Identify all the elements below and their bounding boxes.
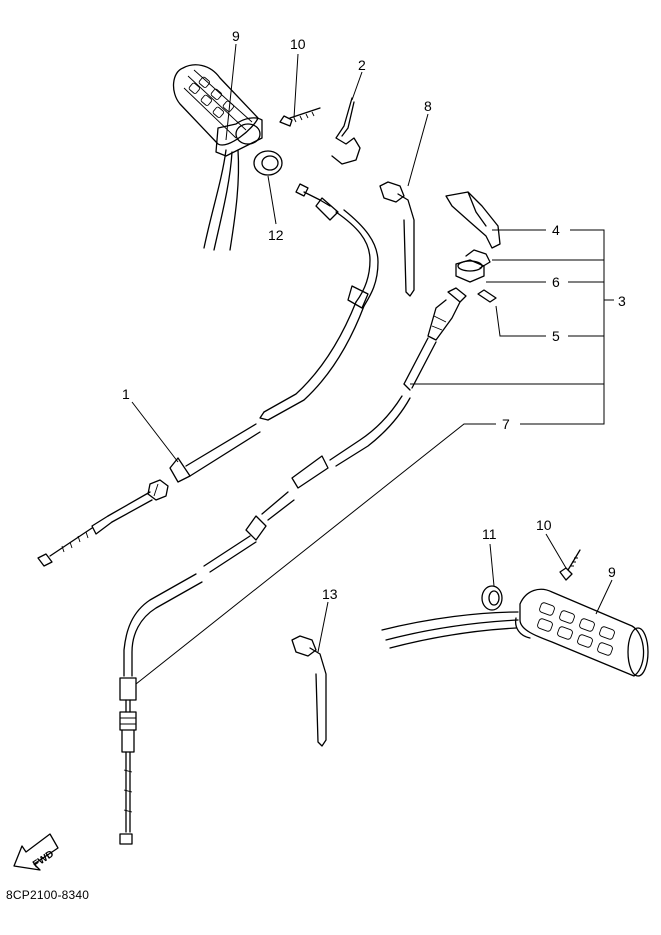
left-grip [172,64,263,251]
clip [331,97,361,165]
catalog-code: 8CP2100-8340 [6,888,90,902]
nut [455,249,491,283]
callout-6: 6 [552,274,560,290]
callout-9-right: 9 [608,564,616,580]
right-grip [381,588,649,677]
callout-10-right: 10 [536,517,552,533]
leader-lines [131,43,614,685]
callout-4: 4 [552,222,560,238]
screw-top [279,107,321,127]
pin [477,289,497,303]
cable-band-top [379,181,415,297]
collar [253,150,283,176]
callout-9-left: 9 [232,28,240,44]
cable-guide [445,191,501,249]
callout-1: 1 [122,386,130,402]
fwd-arrow-icon [13,833,59,871]
callout-2: 2 [358,57,366,73]
throttle-cable-2 [119,287,467,845]
callout-10-left: 10 [290,36,306,52]
callout-12: 12 [268,227,284,243]
callout-11: 11 [482,526,497,542]
throttle-cable-1 [37,183,379,567]
screw-right [559,549,581,581]
cable-band-bottom [291,635,327,747]
callout-7: 7 [502,416,510,432]
callout-3: 3 [618,293,626,309]
callout-8: 8 [424,98,432,114]
callout-5: 5 [552,328,560,344]
callout-13: 13 [322,586,338,602]
collar-right [481,585,503,611]
